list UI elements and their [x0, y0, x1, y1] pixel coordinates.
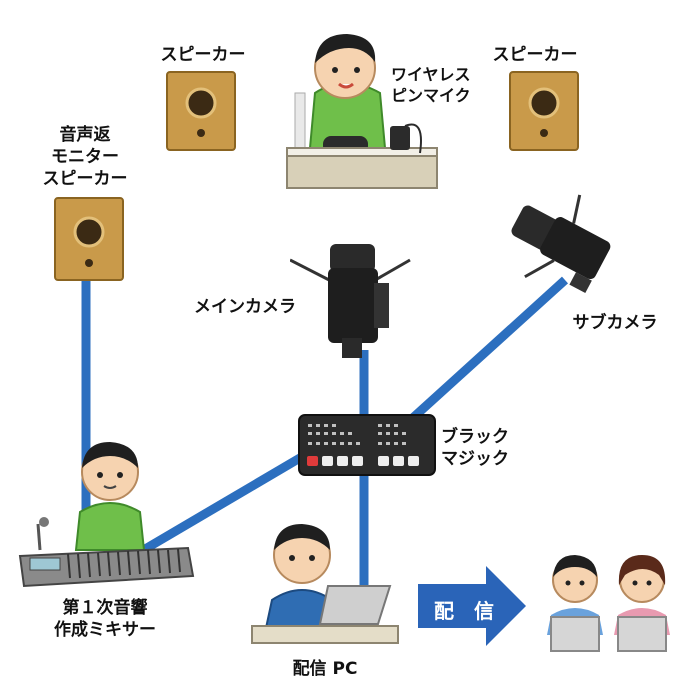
streaming-arrow-label: 配 信 [434, 599, 494, 623]
speaker-right-icon [509, 71, 579, 151]
monitor-speaker-label-line1: 音声返 [59, 125, 111, 145]
viewers-illustration [547, 555, 670, 652]
speaker-left-icon [166, 71, 236, 151]
blackmagic-label-line1: ブラック [441, 427, 509, 447]
monitor-speaker-label-line2: モニター [51, 147, 119, 167]
monitor-speaker-icon [54, 197, 124, 281]
sub-camera-cable [401, 276, 569, 429]
main-camera-label: メインカメラ [194, 297, 296, 317]
sub-camera-icon [511, 194, 611, 294]
streaming-arrow-icon [418, 566, 526, 646]
main-camera-icon [290, 244, 411, 358]
mixer-label-line2: 作成ミキサー [54, 620, 156, 640]
mixer-to-switcher-cable [132, 451, 308, 559]
streaming-pc-label: 配信 PC [292, 659, 358, 679]
wireless-mic-label: ワイヤレス ピンマイク [391, 64, 501, 106]
speaker-right-label: スピーカー [492, 45, 578, 65]
wireless-mic-label-line2: ピンマイク [391, 86, 471, 105]
blackmagic-switcher-icon [298, 414, 436, 476]
blackmagic-label: ブラック マジック [441, 426, 541, 470]
streamer-with-controller-illustration [286, 34, 438, 189]
mixer-operator-illustration [18, 442, 195, 588]
mixer-label-line1: 第１次音響 [62, 598, 148, 618]
streaming-pc-operator-illustration [251, 524, 399, 644]
sub-camera-label: サブカメラ [572, 313, 658, 333]
mixer-label: 第１次音響 作成ミキサー [30, 597, 180, 641]
monitor-speaker-label: 音声返 モニター スピーカー [20, 124, 150, 190]
blackmagic-label-line2: マジック [441, 449, 509, 469]
speaker-left-label: スピーカー [160, 45, 246, 65]
monitor-speaker-label-line3: スピーカー [42, 169, 128, 189]
wireless-mic-label-line1: ワイヤレス [391, 65, 471, 84]
